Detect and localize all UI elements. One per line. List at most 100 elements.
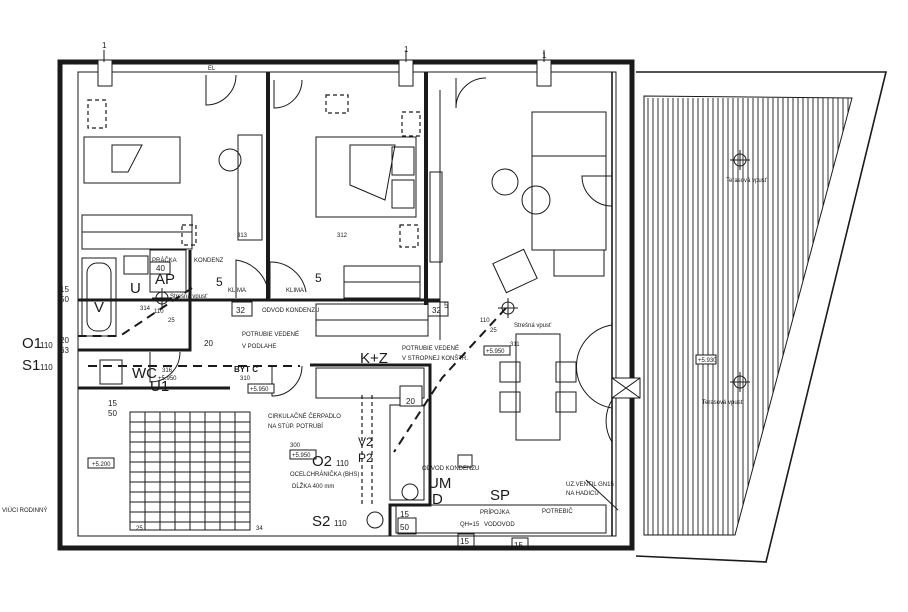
label-s2-sub: 110 [334,519,347,528]
note-uzaver-1: UZ.VENTIL GN15 [566,482,614,488]
dim-32b: 32 [432,306,441,315]
outer-wall [57,59,635,551]
dim-110b: 110 [480,318,490,324]
dim-25c: 25 [136,526,143,532]
label-kz: K+Z [360,350,388,367]
label-byt: BYT C [234,365,258,374]
label-u1: U1 [150,378,169,395]
dim-1c: 1 [542,51,547,60]
dim-5c: 5 [444,301,449,310]
dining-table [515,333,561,441]
label-s2: S2 [312,513,330,530]
room-310: 310 [240,376,251,382]
note-terasova-vpust-1: Terasová vpusť [726,178,768,184]
note-potrubie-stropu-2: V STROPNEJ KONŠTR. [402,355,468,362]
door-terrace-2 [576,324,613,409]
roof-drain-markers [152,150,750,392]
dim-20a: 20 [60,336,69,345]
note-klima-2: KLIMA [286,288,304,294]
terrace-decking [647,98,849,535]
label-o1-sub: 110 [40,341,53,350]
dim-15d: 15 [460,537,469,546]
coffee-table-1 [491,168,519,196]
label-p2: P2 [358,451,373,465]
staircase [87,411,251,531]
door-312 [273,79,303,109]
label-wc: WC [132,365,157,382]
dim-63: 63 [60,346,69,355]
dim-50c: 50 [400,523,409,532]
note-odvod-kondenzu-2: ODVOD KONDENZU [422,466,479,472]
note-left-edge: VIÚCI RODINNÝ [2,507,47,514]
note-kondenz: KONDENZ [194,258,224,264]
door-313 [205,74,237,106]
washbasin [123,255,149,275]
label-d: D [432,491,443,508]
dim-50b: 50 [108,409,117,418]
dim-15c: 15 [400,510,409,519]
armchair [492,248,538,294]
dim-15b: 15 [108,399,117,408]
dim-34: 34 [256,526,263,532]
note-strecha-vpust-1: Strešná vpusť [170,294,208,300]
note-ocelchranicka: OCELCHRÁNIČKA (BHS) [290,471,359,478]
label-s1-sub: 110 [40,363,53,372]
tv-unit [429,171,443,263]
dim-20b: 20 [204,339,213,348]
note-klima-1: KLIMA [228,288,246,294]
chair-313 [218,148,242,172]
note-odvod-kondenzu: ODVOD KONDENZU [262,308,319,314]
door-bath [149,351,181,383]
drain-line-2 [393,307,507,453]
dim-15a: 15 [60,285,69,294]
sofa [531,111,607,251]
dim-25b: 25 [490,328,497,334]
door-312-lower [269,261,307,298]
note-strecha-vpust-2: Strešná vpusť [514,323,552,329]
room-311-level: +5.950 [486,349,505,355]
note-pracka: PRÁČKA [152,257,177,264]
room-311: 311 [510,342,520,348]
inner-wall-line [77,71,617,537]
label-o2-sub: 110 [336,459,349,468]
door-313-lower [235,259,269,298]
note-potrebic: POTREBIČ [542,508,573,515]
note-potrubie-stropu-1: POTRUBIE VEDENÉ [402,345,459,352]
dim-5b: 5 [315,271,322,285]
note-qh: QH=15 [460,522,480,528]
door-terrace-1 [581,175,613,207]
note-uzaver-2: NA HADICU [566,491,599,497]
terrace-outline [635,71,888,563]
coffee-table-2 [521,185,551,215]
room-300-level: +5.950 [292,453,311,459]
door-311 [455,77,487,109]
room-300: 300 [290,443,301,449]
dim-1a: 1 [102,41,107,50]
room-316: 316 [162,368,173,374]
partition-bath [78,250,192,352]
kitchen-counter [315,367,425,399]
label-v2: V2 [358,435,373,449]
door-hall [271,365,303,397]
kitchen-bottom [395,504,607,534]
label-um: UM [428,475,451,492]
dim-20c: 20 [406,397,415,406]
dim-25a: 25 [168,318,175,324]
dim-5a: 5 [216,275,223,289]
note-potrubie-podlahe-1: POTRUBIE VEDENÉ [242,331,299,338]
dim-32a: 32 [236,306,245,315]
door-entrance [585,479,619,511]
terrace-inner [643,95,853,536]
room-316-level: +5.950 [158,376,177,382]
note-cirkulacne-1: CIRKULAČNÉ ČERPADLO [268,413,341,420]
bed-312 [315,136,417,218]
room-312: 312 [337,233,348,239]
bed-313 [83,136,181,184]
dim-15e: 15 [514,541,523,550]
label-ap: AP [155,271,175,288]
note-terasova-vpust-2: Terasová vpusť [702,400,744,406]
desk-313 [237,134,263,241]
note-pripojka: PRÍPOJKA [480,509,510,516]
terrace-level: +5.930 [698,358,717,364]
